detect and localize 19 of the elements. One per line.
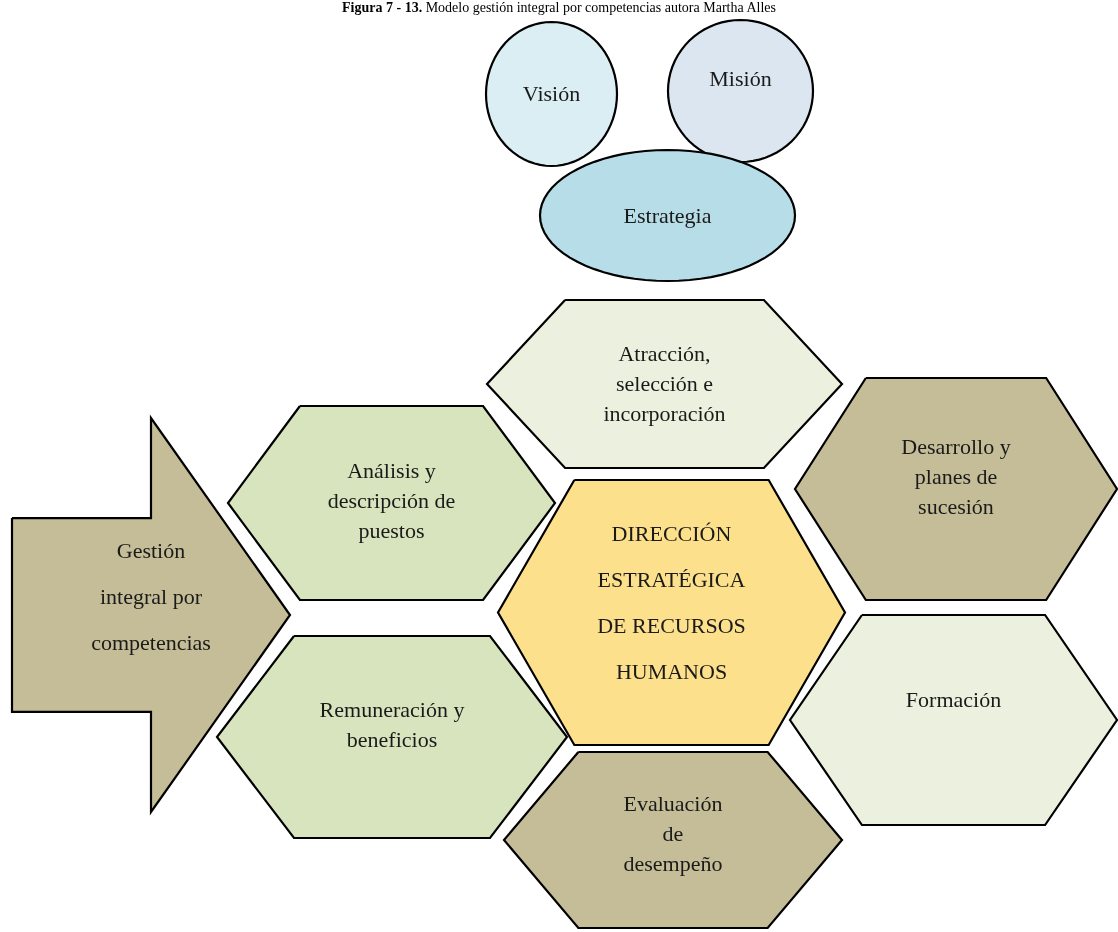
node-label: Evaluación de desempeño — [622, 790, 724, 878]
hexagon-shape — [228, 406, 555, 600]
hexagon-shape — [217, 636, 567, 838]
node-label: Misión — [708, 65, 773, 93]
figure-title: Figura 7 - 13. Modelo gestión integral por competencias autora Martha Alles — [341, 0, 777, 16]
node-label: Remuneración y beneficios — [318, 696, 466, 754]
node-label: DIRECCIÓN ESTRATÉGICA DE RECURSOS HUMANOS — [596, 519, 747, 686]
node-label: Desarrollo y planes de sucesión — [900, 433, 1012, 521]
node-label: Gestión integral por competencias — [90, 537, 212, 657]
hexagon-shape — [795, 378, 1117, 600]
node-label: Estrategia — [622, 201, 713, 230]
hexagon-shape — [498, 480, 845, 745]
node-label: Visión — [521, 80, 582, 108]
node-label: Formación — [904, 686, 1003, 714]
node-label: Análisis y descripción de puestos — [326, 457, 457, 545]
hexagon-shape — [790, 615, 1117, 825]
node-label: Atracción, selección e incorporación — [602, 340, 727, 428]
hexagon-shape — [504, 752, 842, 928]
hexagon-shape — [487, 300, 842, 468]
